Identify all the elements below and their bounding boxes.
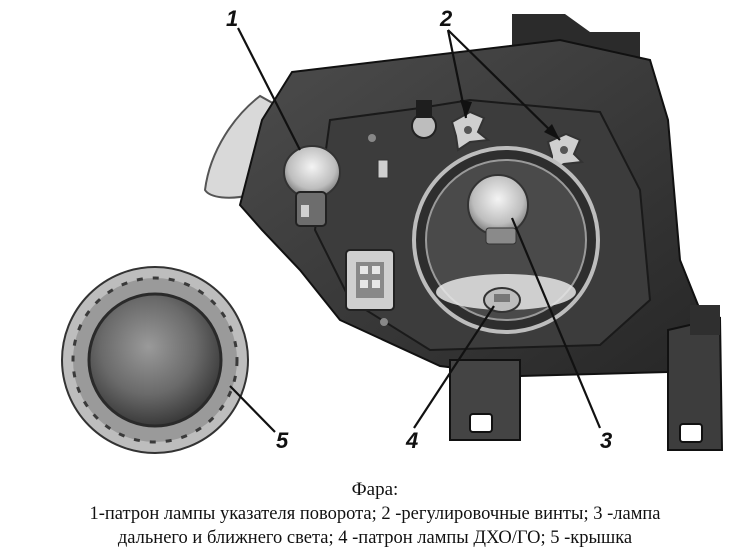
arrowhead-2b [544,124,560,140]
arrowheads [460,100,560,140]
figure-caption: Фара: 1-патрон лампы указателя поворота;… [0,478,750,550]
arrowhead-2a [460,100,472,118]
headlight-diagram: 1 2 3 4 5 [61,6,724,454]
leader-line-4 [413,305,495,429]
drl-lamp-socket [483,287,521,313]
caption-line-2: дальнего и ближнего света; 4 -патрон лам… [117,528,633,548]
leader-line-1 [237,27,301,151]
caption-title: Фара: [351,479,399,500]
callout-5: 5 [276,428,289,453]
small-fitting [368,100,437,326]
callout-4: 4 [405,428,418,453]
callout-2: 2 [439,6,453,31]
adjusting-screw-left [450,110,491,152]
leader-line-2b [447,29,561,141]
cover-cap [61,266,249,454]
electrical-connector [345,249,395,311]
leader-line-5 [229,385,276,433]
callout-1: 1 [226,6,238,31]
callout-3: 3 [600,428,612,453]
turn-signal-socket [283,145,341,227]
leader-line-3 [510,217,602,429]
caption-line-1: 1-патрон лампы указателя поворота; 2 -ре… [89,504,661,524]
